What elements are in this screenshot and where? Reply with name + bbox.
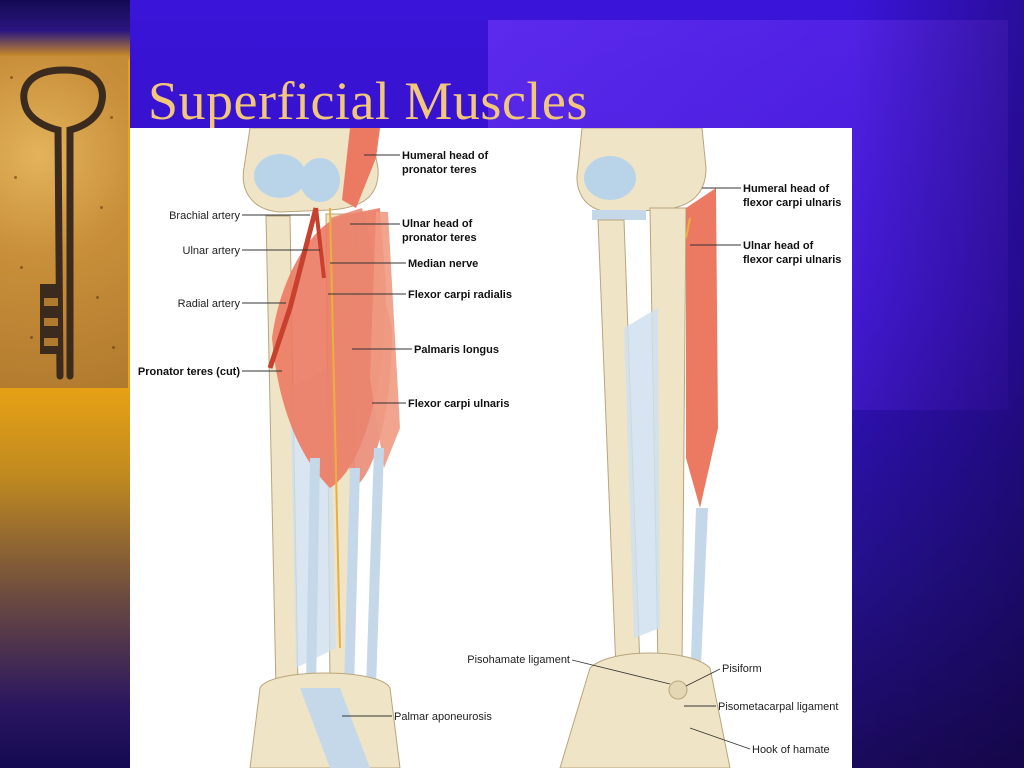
key-icon — [20, 66, 106, 380]
label-ulnar-head-fcu-1: Ulnar head of — [743, 240, 814, 252]
label-radial-artery: Radial artery — [178, 298, 241, 310]
label-humeral-head-fcu-2: flexor carpi ulnaris — [743, 197, 841, 209]
label-humeral-head-pronator-2: pronator teres — [402, 164, 477, 176]
label-humeral-head-pronator-1: Humeral head of — [402, 150, 489, 162]
label-pronator-teres-cut: Pronator teres (cut) — [138, 366, 240, 378]
label-flexor-carpi-radialis: Flexor carpi radialis — [408, 289, 512, 301]
label-flexor-carpi-ulnaris: Flexor carpi ulnaris — [408, 398, 509, 410]
label-brachial-artery: Brachial artery — [169, 210, 240, 222]
label-pisiform: Pisiform — [722, 663, 762, 675]
label-ulnar-head-pronator-2: pronator teres — [402, 232, 477, 244]
left-forearm-illustration — [242, 128, 401, 768]
label-palmaris-longus: Palmaris longus — [414, 344, 499, 356]
label-palmar-aponeurosis: Palmar aponeurosis — [394, 711, 492, 723]
label-ulnar-artery: Ulnar artery — [183, 245, 241, 257]
label-median-nerve: Median nerve — [408, 258, 478, 270]
label-humeral-head-fcu-1: Humeral head of — [743, 183, 830, 195]
label-pisohamate-ligament: Pisohamate ligament — [467, 654, 570, 666]
background-shade — [852, 0, 1024, 768]
label-ulnar-head-fcu-2: flexor carpi ulnaris — [743, 254, 841, 266]
right-forearm-illustration — [559, 128, 731, 768]
anatomy-figure: Humeral head of pronator teres Ulnar hea… — [130, 128, 852, 768]
label-pisometacarpal-ligament: Pisometacarpal ligament — [718, 701, 838, 713]
label-ulnar-head-pronator-1: Ulnar head of — [402, 218, 473, 230]
label-hook-of-hamate: Hook of hamate — [752, 744, 830, 756]
slide-title: Superficial Muscles — [148, 71, 588, 131]
key-photo — [0, 56, 128, 388]
